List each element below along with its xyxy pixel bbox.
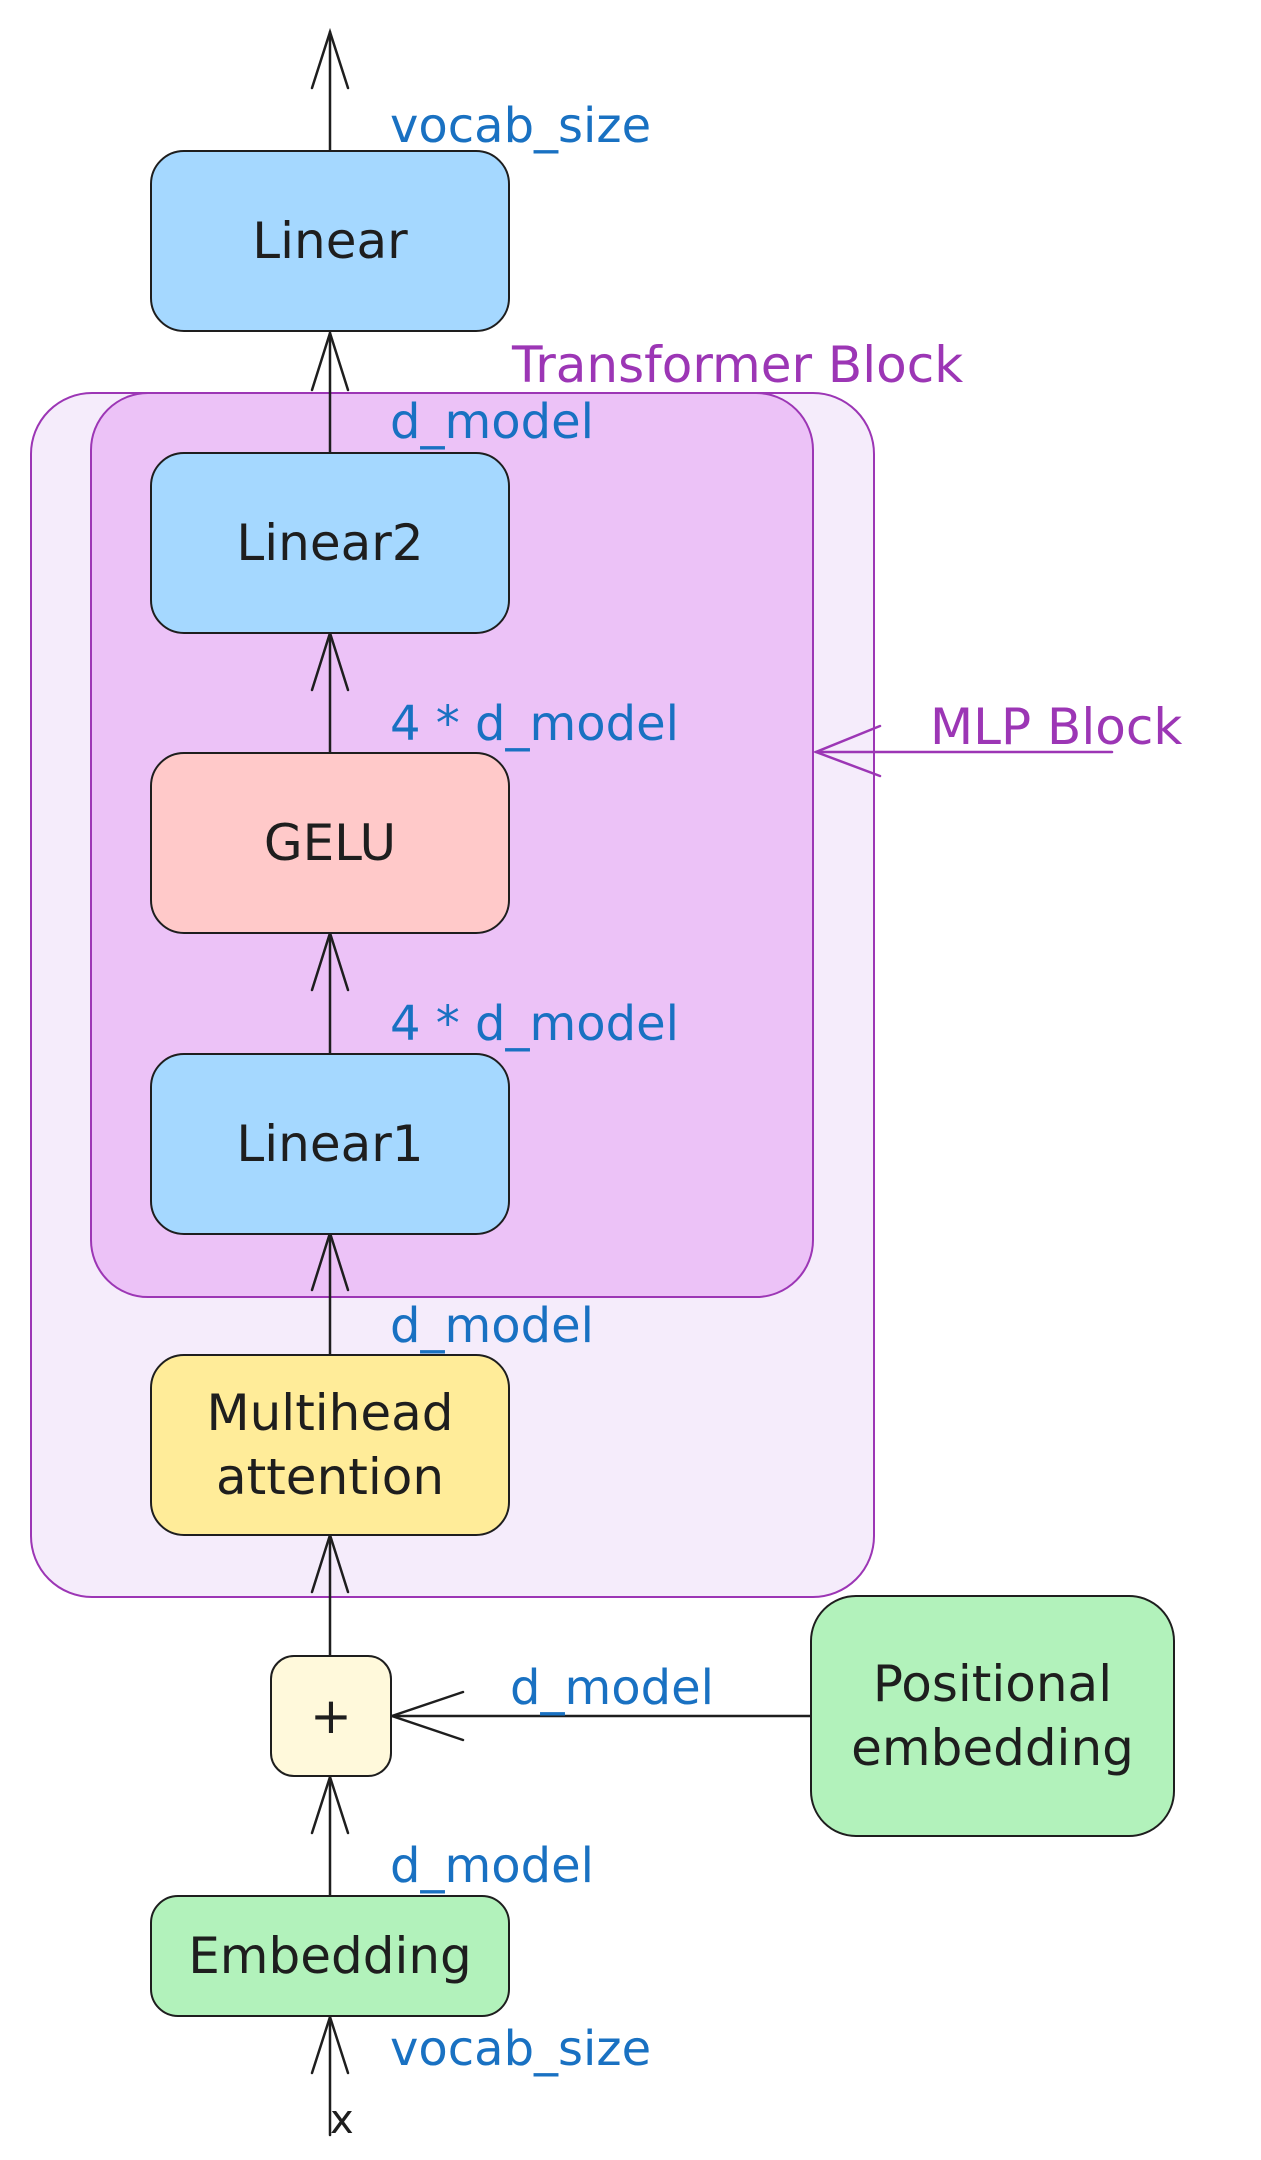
linear-output-node: Linear xyxy=(150,150,510,332)
positional-dimension-label: d_model xyxy=(510,1660,714,1716)
embedding-output-dimension-label: d_model xyxy=(390,1838,594,1894)
block-output-dimension-label: d_model xyxy=(390,394,594,450)
gelu-output-dimension-label: 4 * d_model xyxy=(390,696,679,752)
transformer-block-label: Transformer Block xyxy=(512,336,964,394)
linear2-node: Linear2 xyxy=(150,452,510,634)
attention-output-dimension-label: d_model xyxy=(390,1298,594,1354)
input-symbol: x xyxy=(330,2097,354,2143)
linear2-to-linear-head xyxy=(310,328,350,392)
multihead-attention-node: Multihead attention xyxy=(150,1354,510,1536)
output-dimension-label: vocab_size xyxy=(390,98,652,154)
output-arrow-head xyxy=(310,27,350,90)
gelu-node: GELU xyxy=(150,752,510,934)
input-dimension-label: vocab_size xyxy=(390,2021,652,2077)
input-arrow-head xyxy=(310,2012,350,2075)
linear1-output-dimension-label: 4 * d_model xyxy=(390,996,679,1052)
mlp-pointer-head xyxy=(812,724,882,778)
add-node: + xyxy=(270,1655,392,1777)
linear1-node: Linear1 xyxy=(150,1053,510,1235)
embedding-to-plus-head xyxy=(310,1772,350,1835)
mlp-block-label: MLP Block xyxy=(930,698,1183,756)
positional-to-plus-head xyxy=(388,1690,465,1742)
embedding-node: Embedding xyxy=(150,1895,510,2017)
positional-embedding-node: Positional embedding xyxy=(810,1595,1175,1837)
